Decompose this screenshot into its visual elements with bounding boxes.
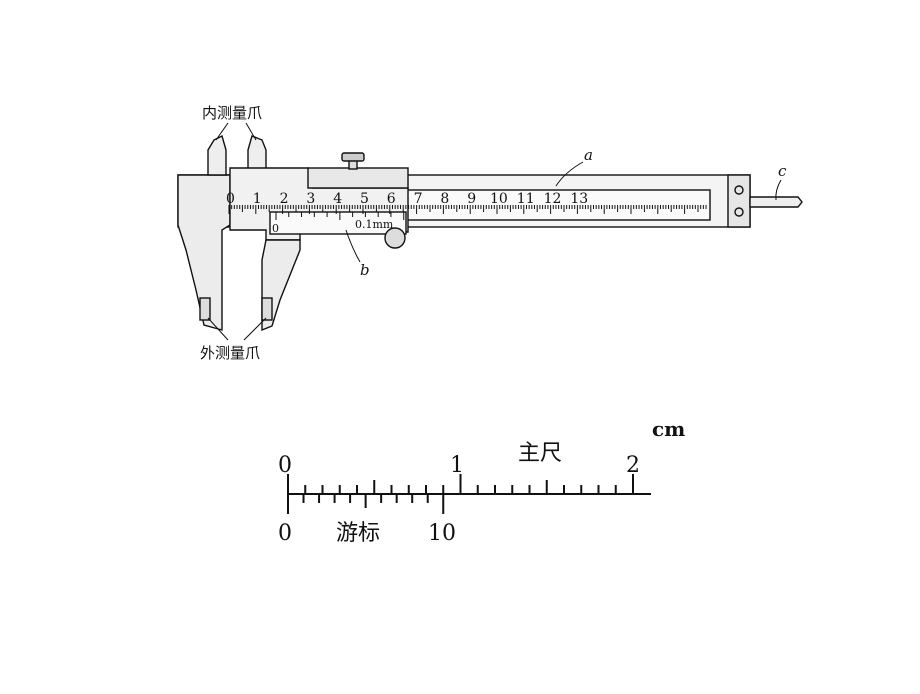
leader-c [775, 179, 782, 201]
slider-top-rail [307, 167, 409, 189]
main-scale-ticks [228, 205, 707, 214]
thumb-wheel [384, 227, 406, 249]
leader-outer-1 [207, 317, 229, 341]
main-scale-number: 1 [253, 191, 262, 207]
main-scale-number: 10 [490, 191, 508, 207]
main-scale-number: 6 [387, 191, 396, 207]
beam-end [727, 174, 751, 228]
main-scale-number: 9 [467, 191, 476, 207]
main-scale-number: 7 [414, 191, 423, 207]
beam-screw-bottom [734, 207, 744, 217]
main-scale-number: 0 [226, 191, 235, 207]
unit-label: cm [652, 417, 685, 441]
main-scale-number: 5 [360, 191, 369, 207]
inner-jaw-label: 内测量爪 [202, 104, 262, 122]
jaw-tip-slide [261, 297, 273, 321]
main-tick-1: 1 [450, 453, 464, 478]
lock-screw-head [341, 152, 365, 162]
part-b-label: b [360, 261, 370, 279]
leader-outer-2 [243, 317, 267, 341]
vernier-tick-0: 0 [278, 521, 292, 546]
inner-jaw-fixed [207, 134, 227, 176]
leader-a [555, 161, 584, 187]
detail-main-ticks [287, 474, 634, 494]
leaders [207, 122, 782, 341]
main-scale-number: 11 [517, 191, 535, 207]
main-tick-2: 2 [626, 453, 640, 478]
part-c-label: c [778, 162, 787, 180]
outer-jaw-label: 外测量爪 [200, 344, 260, 362]
vernier-plate [269, 211, 407, 235]
main-scale-number: 4 [333, 191, 342, 207]
vernier-precision-label: 0.1mm [355, 218, 394, 231]
main-scale-number: 13 [570, 191, 588, 207]
main-scale-number: 12 [544, 191, 562, 207]
depth-rod [749, 196, 803, 208]
vernier-label: 游标 [336, 521, 380, 546]
part-a-label: a [584, 146, 593, 164]
scale-detail: cm 主尺 0 1 2 0 游标 10 [278, 417, 685, 546]
main-scale-number: 2 [280, 191, 289, 207]
leader-inner-1 [215, 122, 229, 141]
beam-screw-top [734, 185, 744, 195]
vernier-tick-10: 10 [428, 521, 456, 546]
main-scale-number: 8 [440, 191, 449, 207]
jaw-tip-fixed [199, 297, 211, 321]
vernier-zero: 0 [272, 222, 279, 235]
detail-vernier-ticks [287, 494, 445, 514]
main-tick-0: 0 [278, 453, 292, 478]
vernier-ticks [275, 212, 405, 220]
main-scale-number: 3 [306, 191, 315, 207]
main-scale-label: 主尺 [518, 441, 562, 466]
leader-inner-2 [245, 122, 257, 141]
leader-b [345, 229, 361, 263]
